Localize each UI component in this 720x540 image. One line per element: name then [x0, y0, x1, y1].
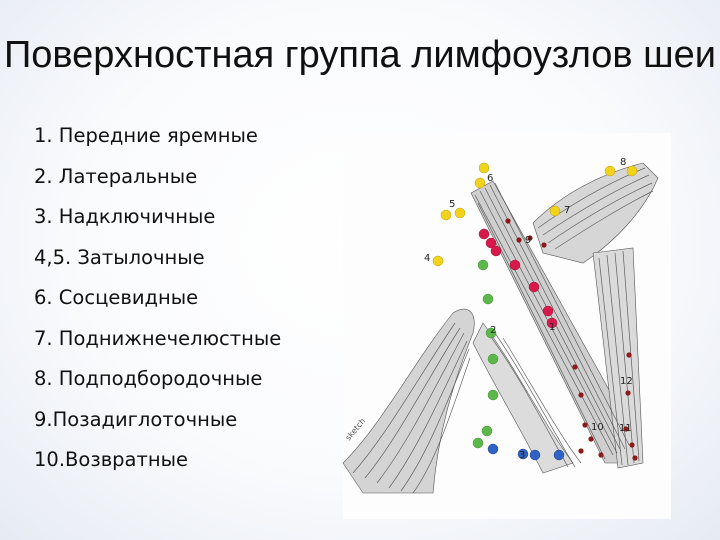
label-9: 9: [525, 235, 531, 246]
label-7: 7: [564, 205, 570, 216]
neck-muscles-drawing: sketch: [343, 133, 671, 519]
label-10: 10: [591, 422, 604, 433]
label-3: 3: [519, 450, 525, 461]
label-6: 6: [487, 173, 493, 184]
label-11: 11: [619, 423, 632, 434]
lymph-node-list: 1. Передние яремные 2. Латеральные 3. На…: [34, 116, 281, 481]
svg-text:sketch: sketch: [344, 417, 368, 443]
list-item: 4,5. Затылочные: [34, 238, 281, 279]
list-item: 6. Сосцевидные: [34, 278, 281, 319]
label-12: 12: [620, 376, 633, 387]
list-item: 8. Подподбородочные: [34, 359, 281, 400]
list-item: 3. Надключичные: [34, 197, 281, 238]
list-item: 10.Возвратные: [34, 440, 281, 481]
list-item: 9.Позадиглоточные: [34, 400, 281, 441]
label-4: 4: [424, 253, 430, 264]
label-5: 5: [449, 199, 455, 210]
slide-title: Поверхностная группа лимфоузлов шеи: [0, 34, 720, 77]
list-item: 1. Передние яремные: [34, 116, 281, 157]
label-2: 2: [490, 325, 496, 336]
label-1: 1: [549, 322, 555, 333]
list-item: 2. Латеральные: [34, 157, 281, 198]
neck-anatomy-illustration: sketch: [343, 133, 671, 519]
label-8: 8: [620, 157, 626, 168]
list-item: 7. Поднижнечелюстные: [34, 319, 281, 360]
